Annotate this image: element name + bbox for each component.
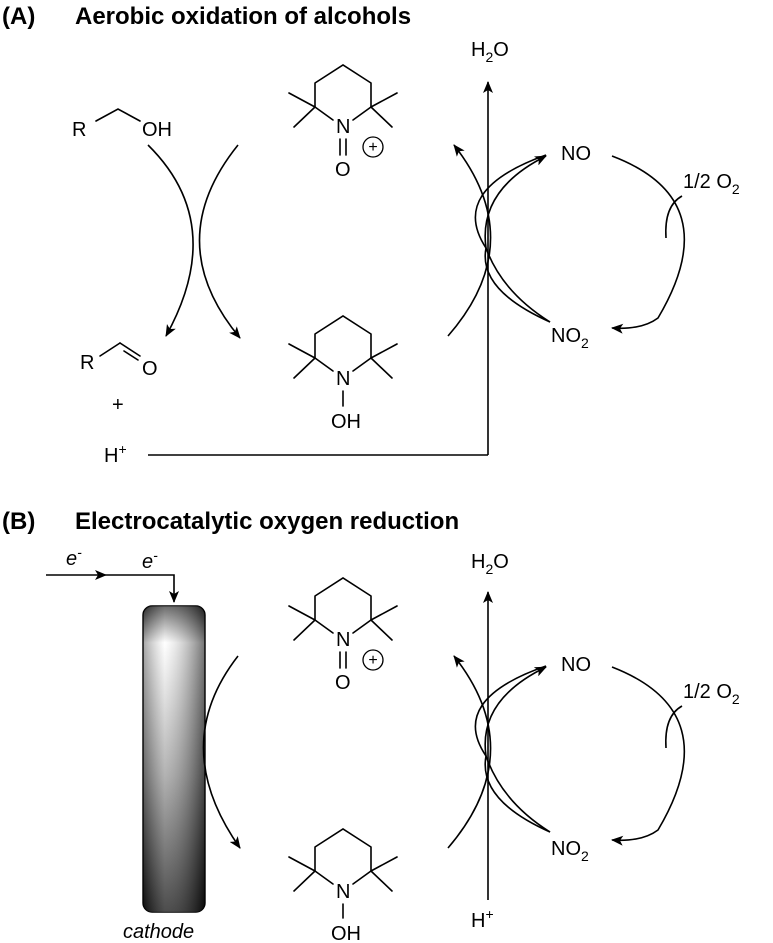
no-label: NO bbox=[561, 143, 591, 165]
arrow-hydroxylamine-to-oxoammonium bbox=[447, 144, 492, 337]
aldehyde-structure: R O bbox=[80, 342, 158, 380]
arrow-no-to-no2 bbox=[611, 155, 686, 334]
oxoammonium-charge-label-b: + bbox=[368, 652, 377, 669]
panel-a: (A) Aerobic oxidation of alcohols R OH R… bbox=[2, 3, 740, 467]
oxoammonium-n-label-b: N bbox=[336, 629, 350, 651]
oxoammonium-ring-n-bonds bbox=[314, 106, 372, 121]
oxoammonium-no-double-bond-b bbox=[339, 651, 347, 669]
arrow-oxoammonium-to-hydroxylamine bbox=[198, 144, 241, 339]
alcohol-bond bbox=[95, 108, 141, 122]
hydroxylamine-methyls bbox=[288, 343, 398, 379]
arrow-no2-to-no bbox=[484, 155, 551, 323]
alcohol-r-label: R bbox=[72, 119, 86, 141]
cathode-label: cathode bbox=[123, 921, 194, 943]
aldehyde-double-bond bbox=[119, 342, 141, 361]
electron-label-2: e- bbox=[142, 547, 158, 573]
arrow-alcohol-to-aldehyde bbox=[147, 144, 194, 337]
oxoammonium-o-label: O bbox=[335, 159, 351, 181]
aldehyde-r-label: R bbox=[80, 352, 94, 374]
water-label-b: H2O bbox=[471, 551, 509, 577]
hydroxylamine-n-label: N bbox=[336, 368, 350, 390]
hydroxylamine-structure-b: N OH bbox=[288, 828, 398, 943]
oxygen-entry-arc-b bbox=[665, 705, 683, 749]
no2-label: NO2 bbox=[551, 325, 589, 351]
hydroxylamine-ring-b bbox=[314, 828, 372, 872]
panel-a-letter: (A) bbox=[2, 3, 35, 30]
alcohol-oh-label: OH bbox=[142, 119, 172, 141]
electron-to-cathode-arrow bbox=[106, 574, 179, 603]
oxoammonium-structure-b: N O + bbox=[288, 577, 398, 694]
aldehyde-o-label: O bbox=[142, 358, 158, 380]
hydroxylamine-structure: N OH bbox=[288, 315, 398, 433]
oxoammonium-structure: N O + bbox=[288, 64, 398, 181]
oxygen-entry-arc bbox=[665, 195, 683, 239]
hydroxylamine-n-label-b: N bbox=[336, 881, 350, 903]
proton-label-b: H+ bbox=[471, 906, 494, 932]
no-label-b: NO bbox=[561, 654, 591, 676]
positive-charge-icon bbox=[362, 136, 384, 158]
nox-exchange-arc-left-b bbox=[474, 665, 551, 833]
arrow-no-to-no2-b bbox=[611, 666, 686, 846]
oxoammonium-ring-n-bonds-b bbox=[314, 619, 372, 634]
arrow-no2-to-no-b bbox=[484, 666, 551, 833]
plus-sign: + bbox=[112, 394, 124, 416]
oxoammonium-ring bbox=[314, 64, 372, 108]
positive-charge-icon-b bbox=[362, 649, 384, 671]
hydroxylamine-oh-label-b: OH bbox=[331, 923, 361, 943]
oxygen-label-b: 1/2 O2 bbox=[683, 681, 740, 707]
hydroxylamine-oh-label: OH bbox=[331, 411, 361, 433]
oxoammonium-ring-b bbox=[314, 577, 372, 621]
oxoammonium-n-label: N bbox=[336, 116, 350, 138]
electron-label-1: e- bbox=[66, 544, 82, 570]
alcohol-structure: R OH bbox=[72, 108, 172, 141]
no2-label-b: NO2 bbox=[551, 838, 589, 864]
hydroxylamine-ring bbox=[314, 315, 372, 359]
nox-exchange-arc-left bbox=[474, 154, 551, 323]
oxoammonium-methyls bbox=[288, 92, 398, 128]
cathode-shading bbox=[143, 606, 205, 912]
panel-b-title: Electrocatalytic oxygen reduction bbox=[75, 508, 459, 535]
oxoammonium-methyls-b bbox=[288, 605, 398, 641]
hydroxylamine-methyls-b bbox=[288, 856, 398, 892]
hydroxylamine-ring-n-bonds bbox=[314, 357, 372, 372]
arrow-hydroxylamine-to-oxoammonium-b bbox=[447, 655, 492, 849]
oxygen-label: 1/2 O2 bbox=[683, 171, 740, 197]
aldehyde-single-bond bbox=[99, 342, 121, 357]
panel-b-letter: (B) bbox=[2, 508, 35, 535]
proton-label: H+ bbox=[104, 441, 127, 467]
oxoammonium-charge-label: + bbox=[368, 139, 377, 156]
water-label: H2O bbox=[471, 39, 509, 65]
hydroxylamine-ring-n-bonds-b bbox=[314, 870, 372, 885]
oxoammonium-no-double-bond bbox=[339, 138, 347, 156]
arrow-oxoammonium-to-hydroxylamine-b bbox=[202, 655, 241, 849]
panel-a-title: Aerobic oxidation of alcohols bbox=[75, 3, 411, 30]
panel-b: (B) Electrocatalytic oxygen reduction e-… bbox=[2, 508, 740, 943]
oxoammonium-o-label-b: O bbox=[335, 672, 351, 694]
